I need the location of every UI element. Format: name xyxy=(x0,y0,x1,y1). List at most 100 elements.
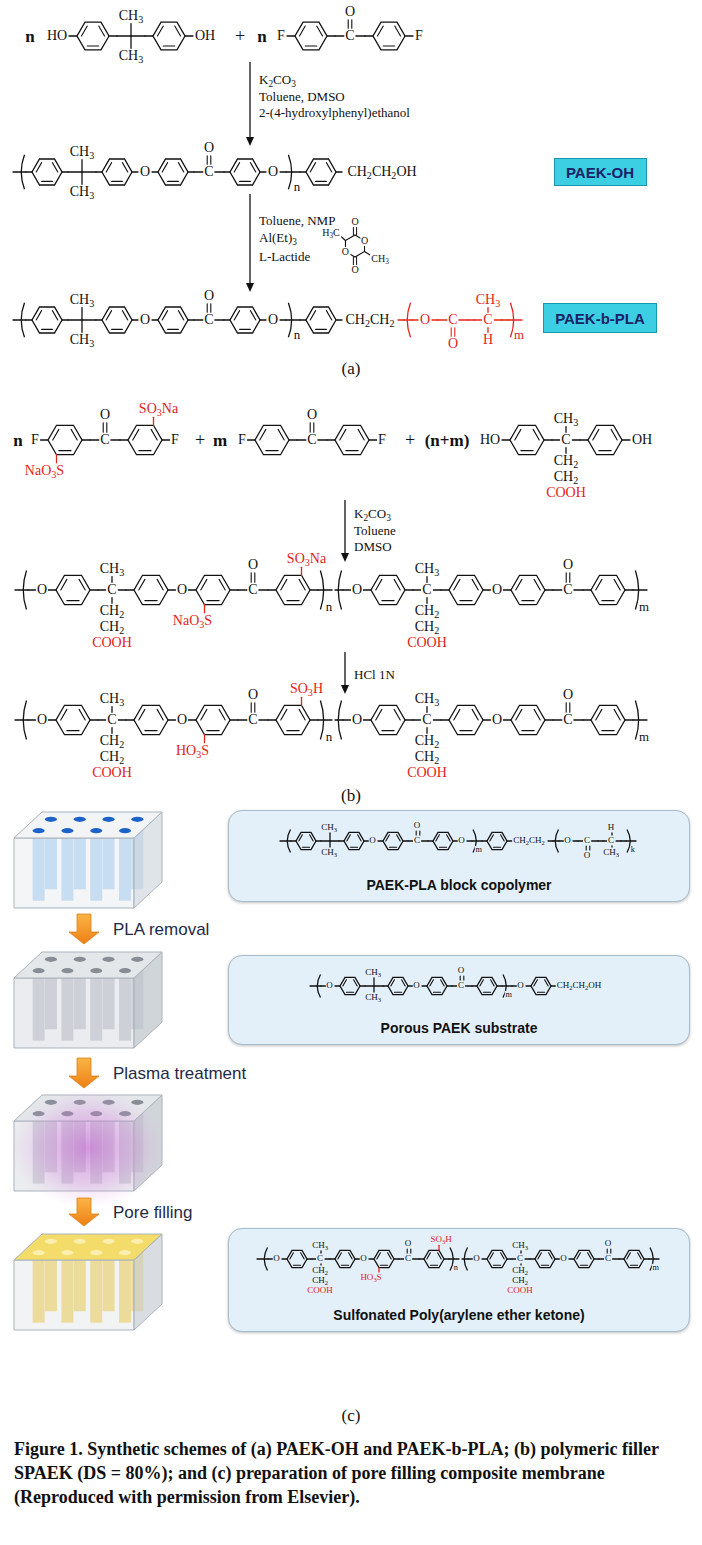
bond-line xyxy=(460,730,472,731)
bond-line xyxy=(454,328,455,337)
bond-line xyxy=(503,719,511,720)
text-run: O xyxy=(248,687,258,702)
bond-line xyxy=(111,707,112,713)
bond-line xyxy=(224,171,230,172)
bond-line xyxy=(318,439,327,440)
text-run: CH xyxy=(365,967,378,977)
atom-label: O xyxy=(139,165,151,179)
bond-line xyxy=(497,985,502,986)
plasma-glow xyxy=(10,1088,166,1208)
bond-line xyxy=(313,423,314,433)
atom-label: CH3 xyxy=(69,185,96,199)
text-run: C xyxy=(561,432,570,447)
atom-label: m xyxy=(505,991,513,999)
atom-label: C xyxy=(562,583,573,597)
atom-label: CH3 xyxy=(320,823,338,832)
bond-line xyxy=(507,840,512,841)
text-run: n xyxy=(454,1263,458,1272)
text-run: OH xyxy=(588,980,601,990)
bond-line xyxy=(341,1265,348,1266)
bond-line xyxy=(152,171,158,172)
text-run: CH xyxy=(557,980,570,990)
text-run: m xyxy=(476,845,482,854)
bond-line xyxy=(622,439,630,440)
membrane-block xyxy=(14,952,162,978)
bond-line xyxy=(369,439,377,440)
bond-line xyxy=(598,840,603,841)
atom-label: COOH xyxy=(506,1286,534,1295)
arrow-head xyxy=(341,553,349,562)
bond-line xyxy=(580,1265,587,1266)
atom-label: CH3 xyxy=(99,562,126,576)
atom-label: CH2CH2 xyxy=(512,836,546,845)
atom-label: CH2 xyxy=(99,620,126,634)
text-run: COOH xyxy=(407,635,447,650)
benzene-ring xyxy=(373,22,405,50)
text-run: COOH xyxy=(507,1285,533,1295)
bond-line xyxy=(592,840,598,841)
bond-line xyxy=(501,1253,505,1259)
bond-line xyxy=(286,319,300,320)
text-run: C xyxy=(422,712,431,727)
membrane-block xyxy=(14,1234,162,1260)
bond-line xyxy=(98,719,106,720)
bond-line xyxy=(350,847,357,848)
panel-label: (a) xyxy=(341,360,362,377)
panel-title: PAEK-PLA block copolymer xyxy=(366,878,551,893)
bond-line xyxy=(157,26,163,36)
bond-line xyxy=(289,439,297,440)
bond-line xyxy=(351,20,352,29)
atom-label: HO xyxy=(46,29,68,43)
bond-line xyxy=(90,439,99,440)
text-run: O xyxy=(413,980,420,990)
bond-line xyxy=(403,840,408,841)
benzene-ring xyxy=(56,575,90,604)
bond-line xyxy=(616,840,621,841)
text-run: CH xyxy=(512,1275,525,1285)
atom-label: C xyxy=(421,583,432,597)
text-run: C xyxy=(307,432,316,447)
text-run: O xyxy=(248,557,258,572)
text-run: CH xyxy=(372,164,391,179)
atom-label: O xyxy=(36,583,48,597)
text-run: 3 xyxy=(308,687,313,698)
structure-panel: Sulfonated Poly(arylene ether ketone) xyxy=(228,1228,690,1332)
bond-line xyxy=(310,719,318,720)
atom-label: COOH xyxy=(406,766,448,780)
bond-line xyxy=(413,1258,419,1259)
text-run: 2 xyxy=(367,170,372,181)
bond-line xyxy=(62,171,68,172)
bond-line xyxy=(594,1258,599,1259)
reaction-arrow xyxy=(344,500,345,555)
bond-line xyxy=(574,589,583,590)
bond-line xyxy=(260,319,266,320)
bond-line xyxy=(259,719,268,720)
bond-line xyxy=(365,35,373,36)
bond-line xyxy=(451,328,452,337)
bond-line xyxy=(133,429,139,440)
bond-line xyxy=(613,1258,619,1259)
text-run: CH xyxy=(100,691,119,706)
bond-line xyxy=(335,719,343,720)
bond-line xyxy=(426,577,427,583)
text-run: O xyxy=(37,712,47,727)
text-run: Al(Et) xyxy=(259,230,292,245)
text-run: O xyxy=(307,407,317,422)
bond-line xyxy=(548,840,553,841)
bond-line xyxy=(96,171,102,172)
text-run: S xyxy=(377,1271,382,1281)
benzene-ring xyxy=(158,307,188,333)
structure-panel: PAEK-PLA block copolymer xyxy=(228,810,690,902)
pore xyxy=(45,957,57,962)
bond-line xyxy=(621,840,626,841)
text-run: 3 xyxy=(573,417,578,428)
bond-line xyxy=(580,439,588,440)
text-run: O xyxy=(473,1253,480,1263)
atom-label: CH3 xyxy=(118,49,145,63)
benzene-ring xyxy=(344,832,364,849)
atom-label: O xyxy=(447,337,459,351)
benzene-ring xyxy=(477,977,497,994)
bond-line xyxy=(52,311,57,320)
atom-label: SO3H xyxy=(289,682,324,696)
bond-line xyxy=(441,980,445,986)
